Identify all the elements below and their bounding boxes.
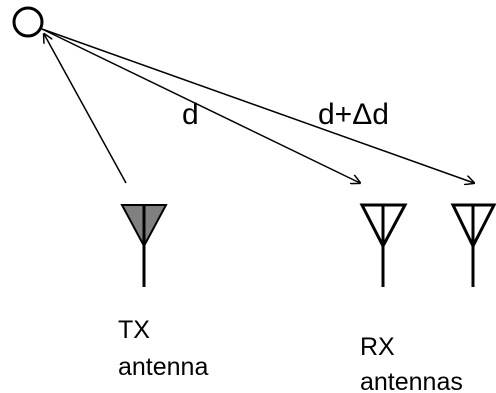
tx-label-line2: antenna — [118, 353, 208, 381]
tx-antenna-icon — [120, 204, 168, 287]
rx-label-line1: RX — [360, 333, 395, 361]
path-d-arrow — [41, 28, 360, 183]
rx-antenna-1-icon — [359, 203, 408, 287]
rx-label-line2: antennas — [360, 368, 463, 393]
scatterer-point — [12, 6, 44, 38]
tx-to-scatterer-arrow — [44, 34, 127, 184]
path-d-delta-arrow — [41, 28, 474, 183]
rx-antenna-2-icon — [450, 203, 496, 287]
tx-label-line1: TX — [118, 316, 150, 344]
path-d-delta-label: d+Δd — [318, 98, 389, 131]
path-d-label: d — [182, 98, 199, 131]
